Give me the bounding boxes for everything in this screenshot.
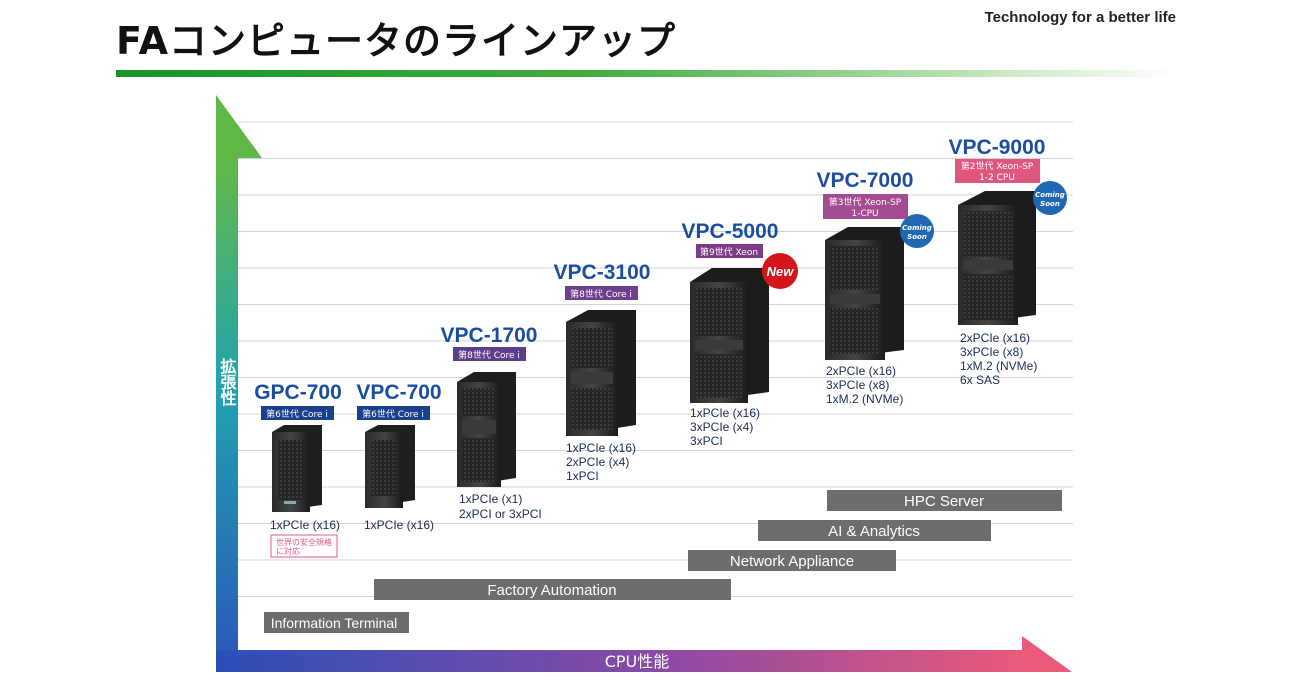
- segment-information-terminal: Information Terminal: [264, 612, 409, 633]
- product-vpc-1700: VPC-1700 第8世代 Core i 1xPCIe (x1) 2xPCI o…: [441, 324, 542, 521]
- spec-line: 1xPCIe (x1): [459, 492, 522, 506]
- product-vpc-7000: VPC-7000 第3世代 Xeon-SP 1-CPU Coming Soon …: [817, 169, 934, 406]
- segment-bar: [758, 520, 991, 541]
- computer-image: [958, 191, 1036, 325]
- spec-line: 3xPCIe (x4): [690, 420, 753, 434]
- computer-image: [272, 425, 322, 512]
- generation-badge: [261, 406, 334, 420]
- computer-image: [457, 372, 516, 487]
- spec-line: 1xM.2 (NVMe): [960, 359, 1037, 373]
- coming-soon-label: Soon: [907, 233, 927, 241]
- generation-badge-label: 第8世代 Core i: [570, 288, 632, 300]
- spec-line: 1xPCIe (x16): [690, 406, 760, 420]
- product-gpc-700: GPC-700 第6世代 Core i 1xPCIe (x16) 世界の安全規格…: [254, 381, 342, 558]
- generation-badge-label: 第6世代 Core i: [266, 408, 328, 420]
- segment-bar: [688, 550, 896, 571]
- segment-network-appliance: Network Appliance: [688, 550, 896, 571]
- generation-badge-label: 第9世代 Xeon: [700, 246, 758, 258]
- segment-factory-automation: Factory Automation: [374, 579, 731, 600]
- generation-badge: [823, 194, 908, 219]
- coming-soon-label: Coming: [1035, 191, 1065, 199]
- coming-soon-label: Coming: [902, 224, 932, 232]
- generation-badge-label: 第6世代 Core i: [362, 408, 424, 420]
- x-axis-label: CPU性能: [605, 652, 670, 671]
- product-name: GPC-700: [254, 381, 342, 404]
- spec-line: 1xPCI: [566, 469, 599, 483]
- spec-line: 1xM.2 (NVMe): [826, 392, 903, 406]
- segment-hpc-server: HPC Server: [827, 490, 1062, 511]
- spec-line: 1xPCIe (x16): [566, 441, 636, 455]
- spec-line: 2xPCIe (x4): [566, 455, 629, 469]
- title-underline: [116, 70, 1176, 77]
- segment-bar: [264, 612, 409, 633]
- spec-line: 6x SAS: [960, 373, 1000, 387]
- product-vpc-3100: VPC-3100 第8世代 Core i 1xPCIe (x16) 2xPCIe…: [554, 261, 651, 483]
- safety-note: に対応: [276, 546, 300, 556]
- tagline: Technology for a better life: [984, 9, 1176, 26]
- segment-label: Factory Automation: [487, 582, 616, 599]
- generation-badge-label: 第3世代 Xeon-SP: [829, 196, 902, 208]
- spec-line: 1xPCIe (x16): [270, 518, 340, 532]
- computer-image: [825, 227, 904, 360]
- spec-line: 3xPCI: [690, 434, 723, 448]
- segment-label: HPC Server: [904, 493, 984, 510]
- segment-label: AI & Analytics: [828, 523, 920, 540]
- generation-badge: [565, 286, 638, 300]
- generation-badge: [453, 347, 526, 361]
- product-vpc-5000: VPC-5000 第9世代 Xeon New 1xPCIe (x16) 3xPC…: [682, 220, 798, 448]
- generation-badge: [357, 406, 430, 420]
- page-title: FAコンピュータのラインアップ: [116, 19, 677, 63]
- spec-line: 1xPCIe (x16): [364, 518, 434, 532]
- generation-badge: [955, 159, 1040, 183]
- computer-image: [566, 310, 636, 436]
- computer-image: [690, 268, 769, 403]
- product-vpc-9000: VPC-9000 第2世代 Xeon-SP 1-2 CPU Coming Soo…: [949, 136, 1067, 387]
- spec-line: 2xPCIe (x16): [826, 364, 896, 378]
- y-axis-arrow: [216, 95, 262, 670]
- generation-badge-label: 1-2 CPU: [979, 173, 1015, 183]
- segment-bar: [827, 490, 1062, 511]
- generation-badge-label: 第8世代 Core i: [458, 349, 520, 361]
- spec-line: 3xPCIe (x8): [960, 345, 1023, 359]
- segment-ai-analytics: AI & Analytics: [758, 520, 991, 541]
- coming-soon-label: Soon: [1040, 200, 1060, 208]
- generation-badge-label: 1-CPU: [851, 209, 878, 219]
- product-name: VPC-7000: [817, 169, 914, 192]
- generation-badge: [696, 244, 763, 258]
- product-vpc-700: VPC-700 第6世代 Core i 1xPCIe (x16): [356, 381, 441, 532]
- spec-line: 2xPCI or 3xPCI: [459, 507, 542, 521]
- spec-line: 2xPCIe (x16): [960, 331, 1030, 345]
- product-name: VPC-5000: [682, 220, 779, 243]
- segment-label: Network Appliance: [730, 553, 854, 570]
- product-name: VPC-3100: [554, 261, 651, 284]
- coming-soon-badge: Coming Soon: [900, 214, 934, 248]
- product-name: VPC-1700: [441, 324, 538, 347]
- segment-bar: [374, 579, 731, 600]
- computer-image: [365, 425, 415, 508]
- generation-badge-label: 第2世代 Xeon-SP: [961, 160, 1034, 172]
- new-badge: New: [762, 253, 798, 289]
- y-axis-label: 拡張性: [218, 357, 237, 407]
- product-name: VPC-700: [356, 381, 441, 404]
- new-badge-label: New: [767, 264, 795, 279]
- safety-note: 世界の安全規格: [276, 537, 332, 547]
- x-axis-arrow: [216, 636, 1072, 672]
- grid-lines: [238, 121, 1073, 597]
- segment-label: Information Terminal: [271, 615, 398, 631]
- safety-note-box: [270, 534, 338, 558]
- spec-line: 3xPCIe (x8): [826, 378, 889, 392]
- coming-soon-badge: Coming Soon: [1033, 181, 1067, 215]
- product-name: VPC-9000: [949, 136, 1046, 159]
